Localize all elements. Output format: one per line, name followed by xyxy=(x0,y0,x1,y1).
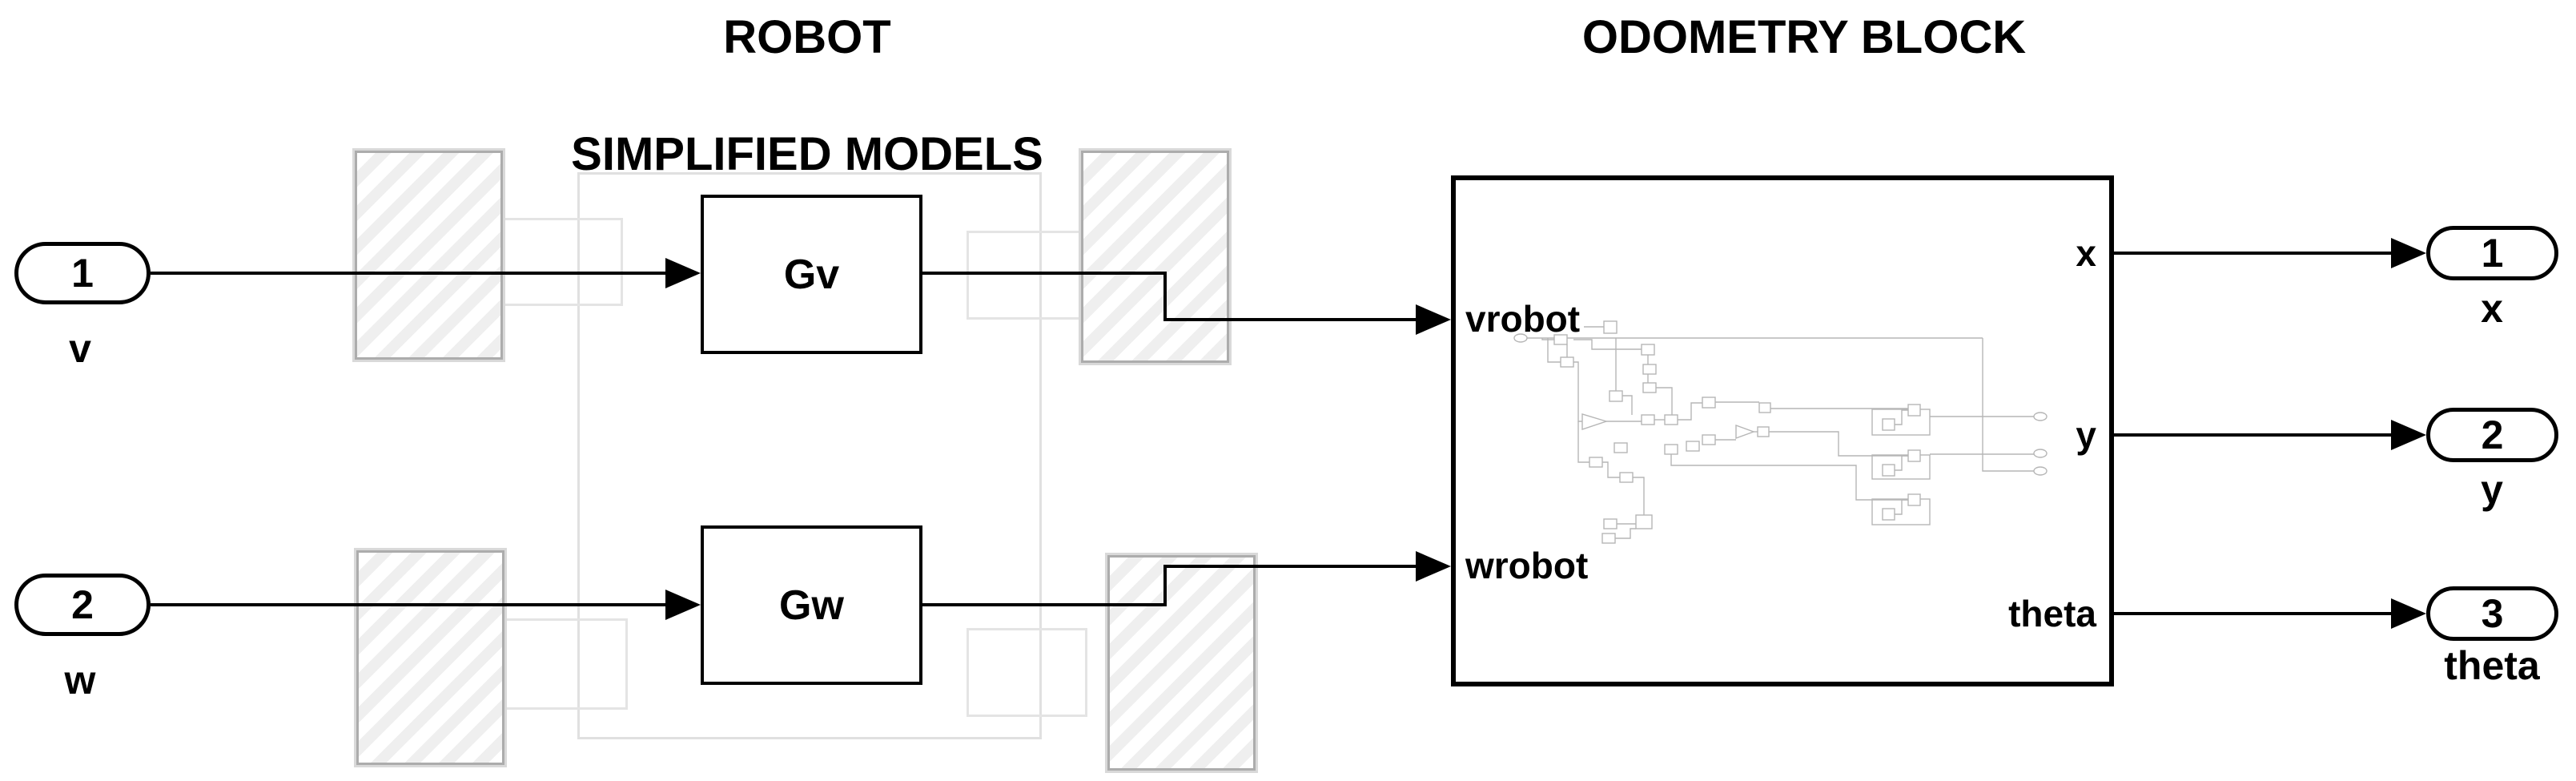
outport-2-number: 2 xyxy=(2481,413,2504,457)
block-gv[interactable]: Gv xyxy=(701,195,922,354)
odometry-contents-preview xyxy=(1513,320,2048,544)
commented-block-hatched-bottom-left[interactable] xyxy=(356,550,504,765)
block-gw[interactable]: Gw xyxy=(701,525,922,685)
signal-line-gw-to-wrobot[interactable] xyxy=(922,565,1421,606)
signal-line-gv-to-vrobot[interactable] xyxy=(922,272,1421,321)
outport-1-block[interactable]: 1 xyxy=(2426,226,2558,280)
commented-block-hatched-top-left[interactable] xyxy=(355,151,503,360)
odometry-port-label-y: y xyxy=(2076,414,2096,456)
odometry-port-label-wrobot: wrobot xyxy=(1465,545,1589,586)
block-gw-label: Gw xyxy=(779,582,844,629)
odometry-port-label-vrobot: vrobot xyxy=(1465,298,1581,340)
arrowhead-into-vrobot xyxy=(1416,304,1451,335)
odometry-port-label-x: x xyxy=(2076,232,2096,274)
inport-1-number: 1 xyxy=(71,251,94,296)
inport-2-label: w xyxy=(64,658,96,702)
arrowhead-into-outport-theta xyxy=(2391,598,2426,629)
arrowhead-into-outport-y xyxy=(2391,420,2426,450)
odometry-subsystem-block[interactable]: vrobot wrobot x y theta xyxy=(1451,175,2114,686)
annotation-robot-models-title: ROBOT SIMPLIFIED MODELS xyxy=(487,8,1127,183)
annotation-robot-models-line2: SIMPLIFIED MODELS xyxy=(571,128,1043,181)
arrowhead-into-outport-x xyxy=(2391,238,2426,268)
inport-1-label: v xyxy=(69,326,91,371)
ghost-block-outline-3 xyxy=(504,618,628,710)
inport-2-block[interactable]: 2 xyxy=(14,574,151,636)
ghost-block-outline-4 xyxy=(967,628,1087,717)
commented-block-hatched-bottom-right[interactable] xyxy=(1107,555,1256,771)
outport-3-number: 3 xyxy=(2481,591,2504,636)
outport-3-label: theta xyxy=(2444,643,2540,688)
outport-2-block[interactable]: 2 xyxy=(2426,408,2558,462)
commented-block-hatched-top-right[interactable] xyxy=(1081,151,1229,363)
arrowhead-into-gv xyxy=(665,258,701,288)
arrowhead-into-wrobot xyxy=(1416,551,1451,582)
inport-2-number: 2 xyxy=(71,582,94,627)
block-gv-label: Gv xyxy=(783,251,840,298)
annotation-robot-models-line1: ROBOT xyxy=(723,11,891,63)
arrowhead-into-gw xyxy=(665,590,701,620)
ghost-subsystem-outline xyxy=(577,172,1042,739)
outport-3-block[interactable]: 3 xyxy=(2426,586,2558,641)
odometry-port-label-theta: theta xyxy=(2008,593,2096,634)
inport-1-block[interactable]: 1 xyxy=(14,242,151,304)
outport-2-label: y xyxy=(2481,467,2503,512)
annotation-odometry-title: ODOMETRY BLOCK xyxy=(1581,11,2027,63)
outport-1-number: 1 xyxy=(2481,231,2504,276)
outport-1-label: x xyxy=(2481,286,2503,331)
